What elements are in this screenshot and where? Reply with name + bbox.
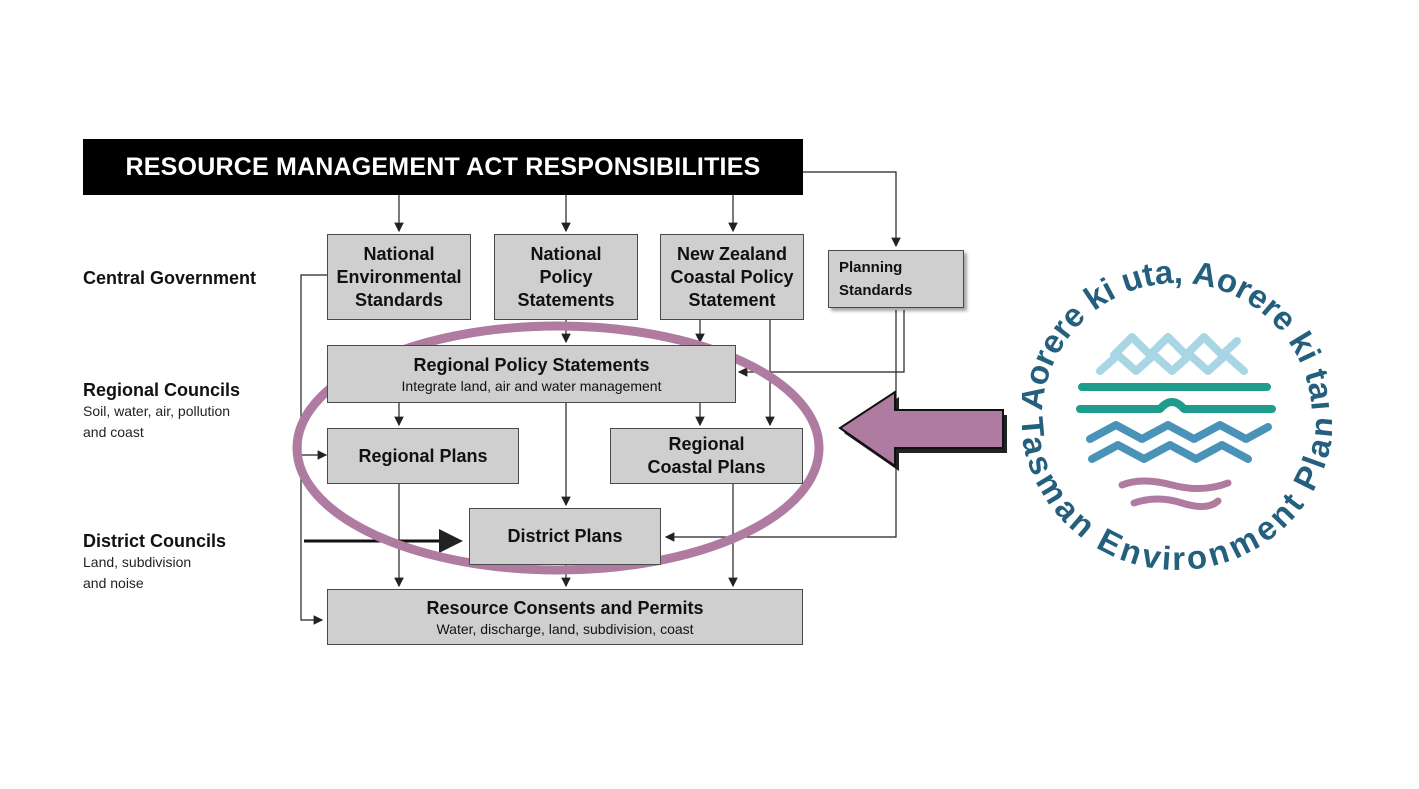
level-heading: District Councils [83,531,227,551]
box-planning-standards: Planning Standards [828,250,964,308]
box-title: National Environmental Standards [336,243,462,310]
level-central: Central Government [83,267,256,289]
box-title: Regional Coastal Plans [647,434,766,477]
logo-bottom-text: Tasman Environment Plan [1022,415,1332,573]
pointer-arrow [838,390,1004,468]
level-heading: Central Government [83,268,257,288]
logo-wave-purple-2 [1130,495,1222,510]
arrow-nes-bypass [300,274,327,625]
logo-wave-light-2 [1096,351,1248,375]
box-title: Planning Standards [839,259,913,299]
box-nps: National Policy Statements [494,234,638,320]
logo-wave-purple-1 [1118,477,1232,492]
level-heading: Regional Councils [83,380,241,400]
highlight-ellipse [292,321,824,575]
level-sub: Land, subdivision and noise [83,554,192,591]
diagram-title: RESOURCE MANAGEMENT ACT RESPONSIBILITIES [83,139,803,195]
logo-wave-blue-1 [1086,421,1272,443]
box-subtitle: Water, discharge, land, subdivision, coa… [436,620,694,637]
box-nzcps: New Zealand Coastal Policy Statement [660,234,804,320]
level-sub: Soil, water, air, pollution and coast [83,403,231,440]
logo-wave-light-1 [1110,333,1241,359]
box-title: National Policy Statements [517,243,615,310]
box-nes: National Environmental Standards [327,234,471,320]
level-regional: Regional Councils Soil, water, air, poll… [83,379,240,443]
box-district-plans: District Plans [469,508,661,565]
box-title: Regional Plans [358,445,488,466]
tasman-environment-plan-logo: Aorere ki uta, Aorere ki tai Tasman Envi… [1022,263,1332,573]
logo-band-teal-2 [1076,398,1276,413]
logo-wave-blue-2 [1088,441,1252,463]
box-title: New Zealand Coastal Policy Statement [670,243,794,310]
box-title: Resource Consents and Permits [426,597,704,618]
arrow-planning-to-rps [737,310,905,377]
box-title: District Plans [507,526,623,546]
box-regional-policy-statements: Regional Policy Statements Integrate lan… [327,345,736,403]
box-subtitle: Integrate land, air and water management [401,377,662,394]
level-district: District Councils Land, subdivision and … [83,530,226,594]
box-regional-coastal-plans: Regional Coastal Plans [610,428,803,484]
box-title: Regional Policy Statements [413,354,650,375]
arrow-header-to-planning-standards [803,171,901,248]
box-regional-plans: Regional Plans [327,428,519,484]
box-resource-consents: Resource Consents and Permits Water, dis… [327,589,803,645]
